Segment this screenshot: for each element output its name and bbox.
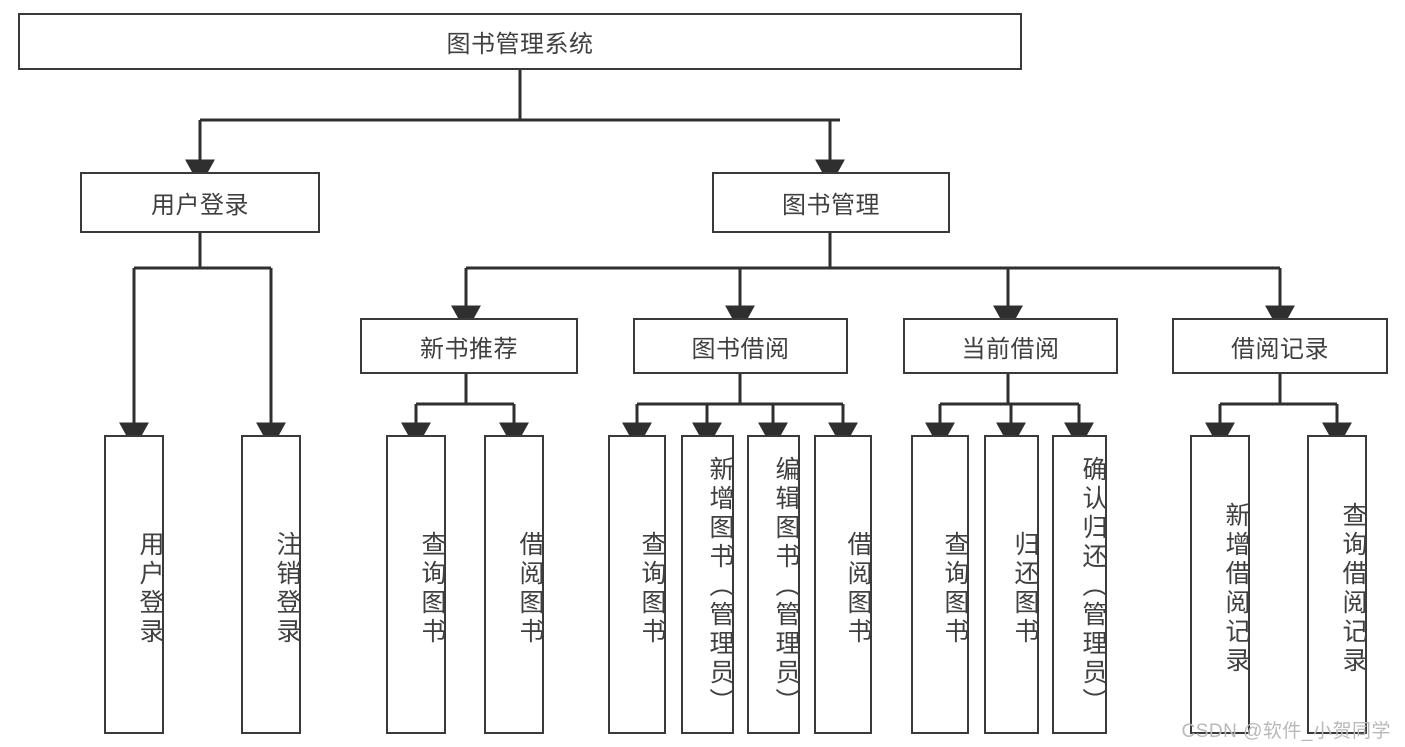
node-borrow-record[interactable]: 借阅记录 <box>1172 318 1388 374</box>
node-user-login[interactable]: 用户登录 <box>80 172 320 233</box>
node-leaf-query-book-3[interactable]: 查询图书 <box>911 435 969 734</box>
node-current-borrow[interactable]: 当前借阅 <box>903 318 1118 374</box>
node-leaf-add-record[interactable]: 新增借阅记录 <box>1190 435 1250 734</box>
node-leaf-query-book-1[interactable]: 查询图书 <box>386 435 446 734</box>
node-leaf-query-book-2[interactable]: 查询图书 <box>608 435 666 734</box>
node-book-manage[interactable]: 图书管理 <box>712 172 950 233</box>
node-leaf-add-book[interactable]: 新增图书（管理员） <box>681 435 734 734</box>
node-leaf-borrow-book-2[interactable]: 借阅图书 <box>814 435 872 734</box>
node-leaf-query-record[interactable]: 查询借阅记录 <box>1307 435 1367 734</box>
node-leaf-return-book[interactable]: 归还图书 <box>984 435 1039 734</box>
node-leaf-edit-book[interactable]: 编辑图书（管理员） <box>747 435 800 734</box>
node-leaf-borrow-book-1[interactable]: 借阅图书 <box>484 435 544 734</box>
node-book-borrow[interactable]: 图书借阅 <box>633 318 848 374</box>
node-new-book-rec[interactable]: 新书推荐 <box>360 318 578 374</box>
watermark: CSDN @软件_小贺同学 <box>1181 721 1391 742</box>
node-leaf-logout[interactable]: 注销登录 <box>241 435 301 734</box>
node-leaf-confirm-return[interactable]: 确认归还（管理员） <box>1052 435 1107 734</box>
node-root[interactable]: 图书管理系统 <box>18 13 1022 70</box>
node-leaf-user-login[interactable]: 用户登录 <box>104 435 164 734</box>
